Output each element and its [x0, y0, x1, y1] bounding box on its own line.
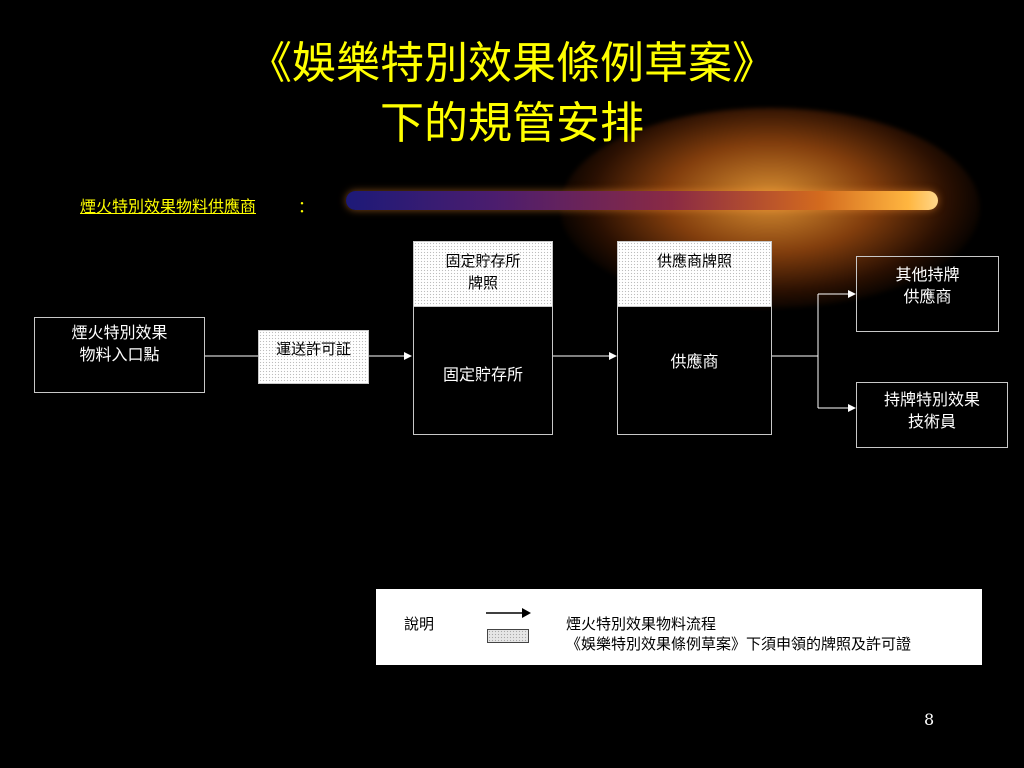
legend-panel: 說明 煙火特別效果物料流程 《娛樂特別效果條例草案》下須申領的牌照及許可證 [376, 589, 982, 665]
technician-line-2: 技術員 [907, 412, 956, 431]
legend-license-swatch [487, 629, 529, 643]
page-number: 8 [924, 710, 935, 729]
entry-point-box: 煙火特別效果 物料入口點 [34, 317, 205, 393]
supplier-label: 供應商 [670, 352, 719, 371]
other-supplier-box: 其他持牌 供應商 [856, 256, 999, 332]
entry-line-1: 煙火特別效果 [71, 323, 168, 342]
legend-license-text: 《娛樂特別效果條例草案》下須申領的牌照及許可證 [566, 635, 912, 653]
subtitle-colon: ： [298, 197, 315, 216]
legend-label: 說明 [404, 615, 435, 633]
technician-box: 持牌特別效果 技術員 [856, 382, 1008, 448]
other-supplier-line-2: 供應商 [903, 287, 952, 306]
section-subtitle: 煙火特別效果物料供應商 [80, 197, 257, 216]
entry-line-2: 物料入口點 [79, 345, 160, 364]
technician-line-1: 持牌特別效果 [883, 390, 980, 409]
other-supplier-line-1: 其他持牌 [895, 265, 960, 284]
decorative-beam [346, 191, 938, 210]
storage-license-box: 固定貯存所 牌照 [413, 241, 553, 307]
storage-label: 固定貯存所 [442, 365, 523, 384]
title-line-2: 下的規管安排 [380, 98, 644, 149]
supplier-box: 供應商 [617, 306, 772, 435]
storage-box: 固定貯存所 [413, 306, 553, 435]
page-title: 《娛樂特別效果條例草案》 下的規管安排 [0, 34, 1024, 154]
title-line-1: 《娛樂特別效果條例草案》 [248, 38, 776, 89]
supplier-license-box: 供應商牌照 [617, 241, 772, 307]
supplier-license-label: 供應商牌照 [656, 252, 732, 270]
legend-arrow-icon [486, 608, 531, 618]
transport-permit-box: 運送許可証 [258, 330, 369, 384]
transport-permit-label: 運送許可証 [275, 340, 351, 358]
storage-license-line-1: 固定貯存所 [445, 252, 521, 270]
legend-flow-text: 煙火特別效果物料流程 [566, 615, 717, 633]
storage-license-line-2: 牌照 [467, 274, 498, 292]
